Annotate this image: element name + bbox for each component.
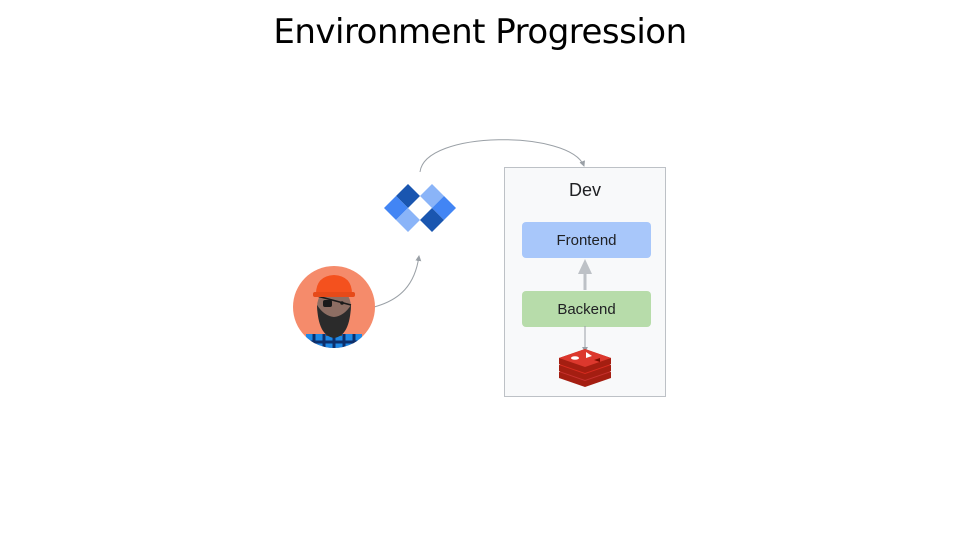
pipeline-to-dev-arrow: [419, 139, 585, 173]
backend-label: Backend: [557, 300, 616, 318]
backend-service: Backend: [522, 291, 651, 327]
page-title: Environment Progression: [273, 12, 687, 52]
frontend-service: Frontend: [522, 222, 651, 258]
environment-label: Dev: [568, 180, 601, 200]
developer-to-pipeline-arrow: [373, 255, 422, 308]
frontend-label: Frontend: [556, 231, 617, 249]
